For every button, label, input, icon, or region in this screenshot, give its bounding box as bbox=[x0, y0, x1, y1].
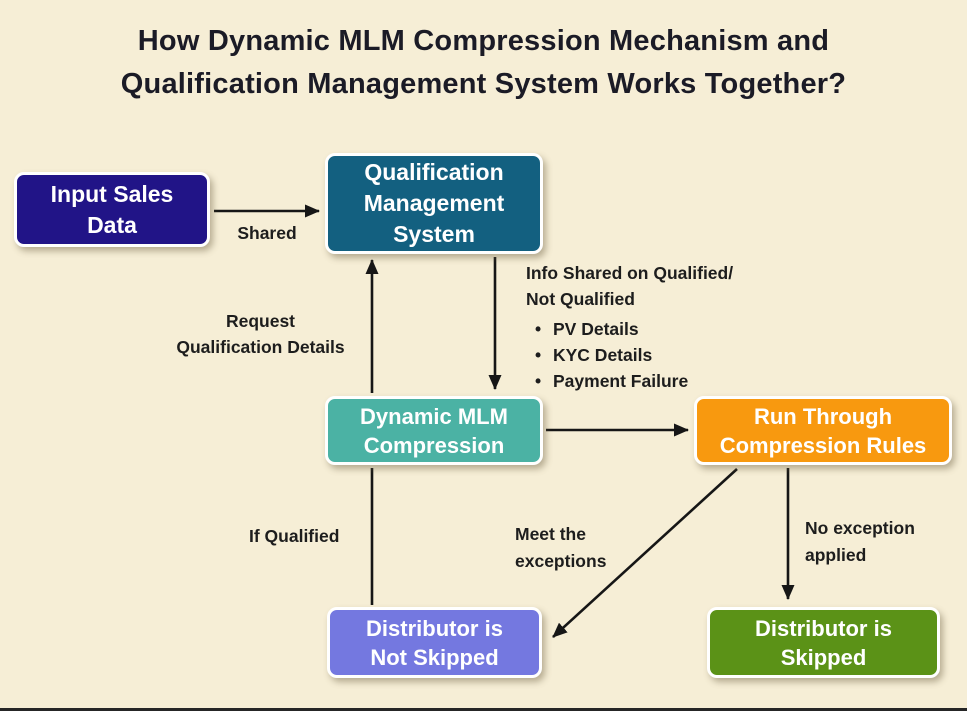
info-bullet-list: PV Details KYC Details Payment Failure bbox=[526, 316, 733, 394]
node-input-line2: Data bbox=[87, 211, 137, 238]
node-dynamic-mlm-compression: Dynamic MLM Compression bbox=[325, 396, 543, 465]
label-request-line1: Request bbox=[225, 311, 296, 331]
node-qms-line3: System bbox=[393, 221, 475, 247]
label-meet-line2: exceptions bbox=[515, 551, 607, 571]
node-dmc-line1: Dynamic MLM bbox=[360, 403, 508, 429]
node-rtcr-line2: Compression Rules bbox=[719, 432, 927, 458]
node-dmc-line2: Compression bbox=[363, 432, 505, 458]
label-noexc-line2: applied bbox=[805, 545, 867, 565]
node-distributor-skipped: Distributor is Skipped bbox=[707, 607, 940, 678]
bullet-payment-failure: Payment Failure bbox=[526, 368, 733, 394]
page-title: How Dynamic MLM Compression Mechanism an… bbox=[0, 20, 967, 106]
node-input-sales-data: Input Sales Data bbox=[14, 172, 210, 247]
label-info-shared-on-qualified: Info Shared on Qualified/ Not Qualified … bbox=[526, 260, 733, 394]
node-skipped-line1: Distributor is bbox=[755, 615, 892, 641]
bullet-pv-details: PV Details bbox=[526, 316, 733, 342]
label-noexc-line1: No exception bbox=[805, 518, 915, 538]
bullet-kyc-details: KYC Details bbox=[526, 342, 733, 368]
node-input-line1: Input Sales bbox=[50, 180, 174, 207]
node-run-through-compression-rules: Run Through Compression Rules bbox=[694, 396, 952, 465]
node-not-skipped-line1: Distributor is bbox=[366, 615, 503, 641]
page-title-line1: How Dynamic MLM Compression Mechanism an… bbox=[137, 25, 830, 57]
node-rtcr-line1: Run Through bbox=[753, 403, 893, 429]
label-meet-the-exceptions: Meet the exceptions bbox=[515, 521, 606, 575]
page-title-line2: Qualification Management System Works To… bbox=[120, 68, 847, 100]
node-qms-line1: Qualification bbox=[364, 159, 504, 185]
arrow-rtcr-to-not-skipped bbox=[552, 468, 738, 638]
node-qualification-management-system: Qualification Management System bbox=[325, 153, 543, 254]
bottom-edge-bar bbox=[0, 708, 967, 711]
label-request-qualification-details: Request Qualification Details bbox=[163, 308, 358, 360]
label-info-line1: Info Shared on Qualified/ bbox=[526, 263, 734, 283]
label-if-qualified: If Qualified bbox=[249, 526, 340, 546]
label-no-exception-applied: No exception applied bbox=[805, 515, 915, 569]
label-meet-line1: Meet the bbox=[515, 524, 586, 544]
node-qms-line2: Management bbox=[363, 190, 505, 216]
label-shared: Shared bbox=[237, 223, 297, 243]
label-info-line2: Not Qualified bbox=[526, 289, 635, 309]
node-not-skipped-line2: Not Skipped bbox=[370, 644, 499, 670]
label-request-line2: Qualification Details bbox=[176, 337, 345, 357]
node-skipped-line2: Skipped bbox=[780, 644, 867, 670]
node-distributor-not-skipped: Distributor is Not Skipped bbox=[327, 607, 542, 678]
